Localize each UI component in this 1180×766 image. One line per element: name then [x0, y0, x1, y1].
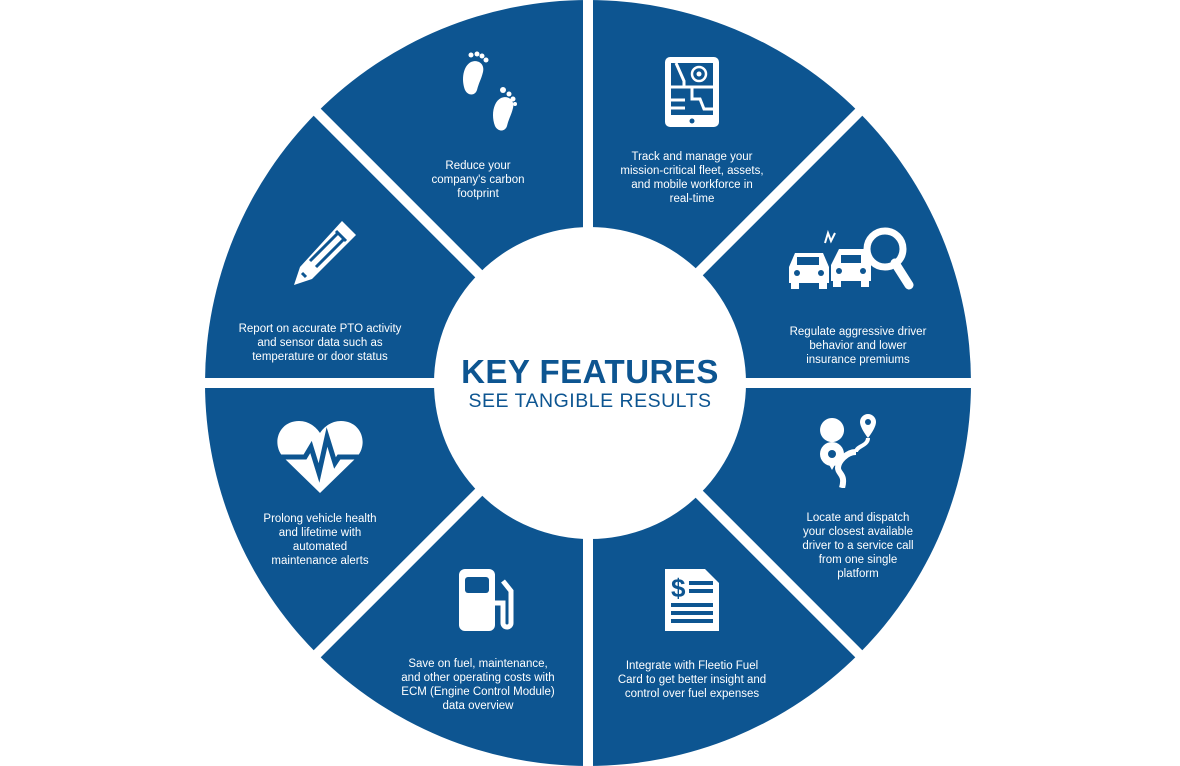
- pencil-icon: [294, 221, 356, 285]
- page-subtitle: SEE TANGIBLE RESULTS: [468, 390, 712, 412]
- tablet-map-icon: [665, 57, 719, 127]
- car-crash-search-icon: [789, 227, 914, 290]
- page-title: KEY FEATURES: [461, 353, 719, 390]
- segment-text-dispatch: Locate and dispatch your closest availab…: [802, 512, 914, 580]
- segment-text-pto-sensors: Report on accurate PTO activity and sens…: [238, 323, 402, 363]
- route-pin-icon: [820, 414, 876, 488]
- fuel-pump-icon: [459, 569, 514, 631]
- segment-text-fuel-card: Integrate with Fleetio Fuel Card to get …: [617, 660, 767, 700]
- heart-pulse-icon: [277, 421, 363, 493]
- inner-circle: [434, 227, 746, 539]
- center-heading: KEY FEATURES SEE TANGIBLE RESULTS: [461, 353, 719, 413]
- segment-text-driver-behavior: Regulate aggressive driver behavior and …: [789, 326, 927, 366]
- segment-text-fleet-tracking: Track and manage your mission-critical f…: [620, 151, 764, 205]
- segment-text-carbon-footprint: Reduce your company's carbon footprint: [431, 160, 525, 200]
- svg-text:$: $: [671, 573, 686, 603]
- footprints-icon: [463, 51, 517, 131]
- invoice-dollar-icon: $: [665, 569, 719, 631]
- segment-text-maintenance: Prolong vehicle health and lifetime with…: [263, 513, 377, 567]
- segment-text-ecm-savings: Save on fuel, maintenance, and other ope…: [401, 658, 555, 712]
